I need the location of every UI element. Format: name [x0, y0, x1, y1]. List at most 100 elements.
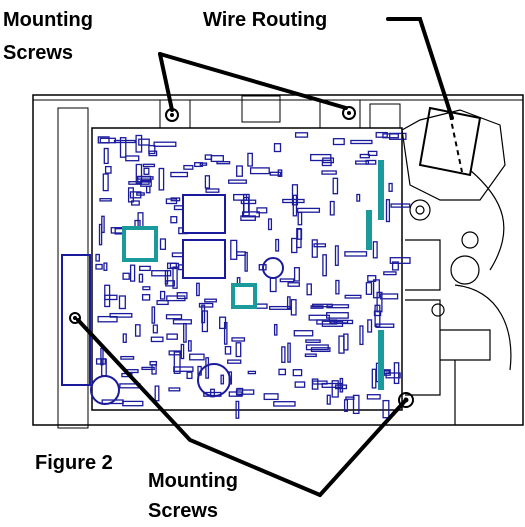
pointer-top-to-left-screw [158, 52, 174, 112]
board-trace [372, 241, 378, 259]
board-trace [293, 267, 300, 282]
board-trace [310, 153, 332, 162]
board-trace [231, 337, 246, 342]
board-trace [186, 371, 193, 380]
board-trace [311, 239, 318, 258]
board-trace [389, 132, 407, 140]
board-trace [385, 199, 391, 223]
board-trace [168, 350, 182, 356]
board-trace [273, 323, 278, 336]
board-trace [273, 143, 282, 153]
board-trace [151, 306, 156, 324]
board-trace [104, 294, 118, 301]
board-trace [345, 396, 355, 400]
board-trace [189, 353, 205, 361]
board-trace [304, 353, 317, 358]
board-trace [390, 203, 411, 208]
board-trace [99, 137, 116, 144]
label-mounting-screws-bottom-line2: Screws [148, 500, 219, 522]
board-trace [365, 282, 373, 295]
board-trace [291, 237, 298, 254]
board-trace [359, 153, 370, 159]
board-trace [391, 261, 399, 271]
board-trace [355, 160, 370, 165]
board-trace [375, 323, 395, 328]
board-trace [201, 304, 206, 324]
board-trace [224, 345, 232, 355]
board-trace [194, 162, 203, 168]
board-trace [256, 207, 268, 214]
board-trace [220, 374, 225, 385]
board-trace [344, 251, 368, 257]
board-trace [230, 239, 238, 260]
board-trace [267, 218, 273, 231]
board-trace [375, 131, 388, 138]
board-trace [235, 389, 255, 395]
board-trace [306, 283, 312, 296]
board-trace [168, 387, 181, 392]
board-trace [334, 245, 339, 266]
board-trace [247, 152, 253, 167]
board-trace [131, 200, 140, 206]
board-trace [282, 198, 305, 204]
board-trace [312, 380, 328, 385]
board-trace [156, 300, 169, 306]
board-trace [233, 193, 248, 201]
mounting-screw-top-right [342, 106, 356, 120]
capacitor-round-1 [262, 257, 284, 279]
board-trace [159, 290, 166, 300]
board-trace [249, 167, 270, 175]
pointer-wire-routing [386, 17, 454, 120]
chassis-frame [32, 94, 524, 426]
board-trace [118, 295, 126, 310]
board-trace [176, 292, 188, 300]
board-trace [99, 198, 112, 202]
board-trace [367, 319, 373, 333]
board-trace [305, 344, 329, 351]
board-trace [138, 138, 150, 146]
board-trace [134, 324, 141, 337]
board-trace [165, 198, 178, 205]
board-trace [286, 296, 291, 310]
board-trace [104, 284, 111, 308]
board-trace [151, 270, 172, 277]
board-trace [109, 312, 133, 318]
board-trace [164, 269, 169, 285]
board-trace [173, 351, 181, 374]
board-trace [95, 358, 106, 365]
board-trace [296, 207, 321, 213]
board-trace [235, 342, 242, 358]
board-trace [103, 147, 109, 165]
board-trace [122, 333, 127, 343]
board-trace [275, 238, 280, 252]
board-trace [153, 141, 177, 147]
board-trace [290, 299, 297, 316]
board-trace [365, 159, 377, 165]
board-trace [321, 320, 344, 327]
board-trace [326, 304, 350, 309]
mounting-screw-bottom-left [69, 312, 81, 324]
board-trace [127, 187, 134, 203]
board-trace [204, 298, 217, 303]
board-trace [205, 357, 210, 379]
board-trace [97, 315, 118, 323]
board-trace [359, 325, 364, 346]
connector-right-1 [378, 160, 384, 220]
board-trace [104, 165, 112, 174]
board-trace [352, 394, 360, 415]
board-trace [263, 393, 279, 401]
board-trace [326, 394, 331, 405]
board-trace [172, 319, 192, 325]
board-trace [187, 340, 192, 352]
board-trace [322, 254, 327, 277]
board-trace [344, 294, 362, 299]
board-trace [321, 170, 337, 175]
board-trace [170, 171, 189, 178]
label-mounting-screws-top-line1: Mounting [3, 9, 93, 31]
board-trace [383, 369, 391, 376]
board-trace [141, 366, 155, 371]
board-trace [148, 150, 158, 157]
pointer-bottom-to-right-screw [318, 400, 406, 497]
board-trace [129, 264, 136, 282]
